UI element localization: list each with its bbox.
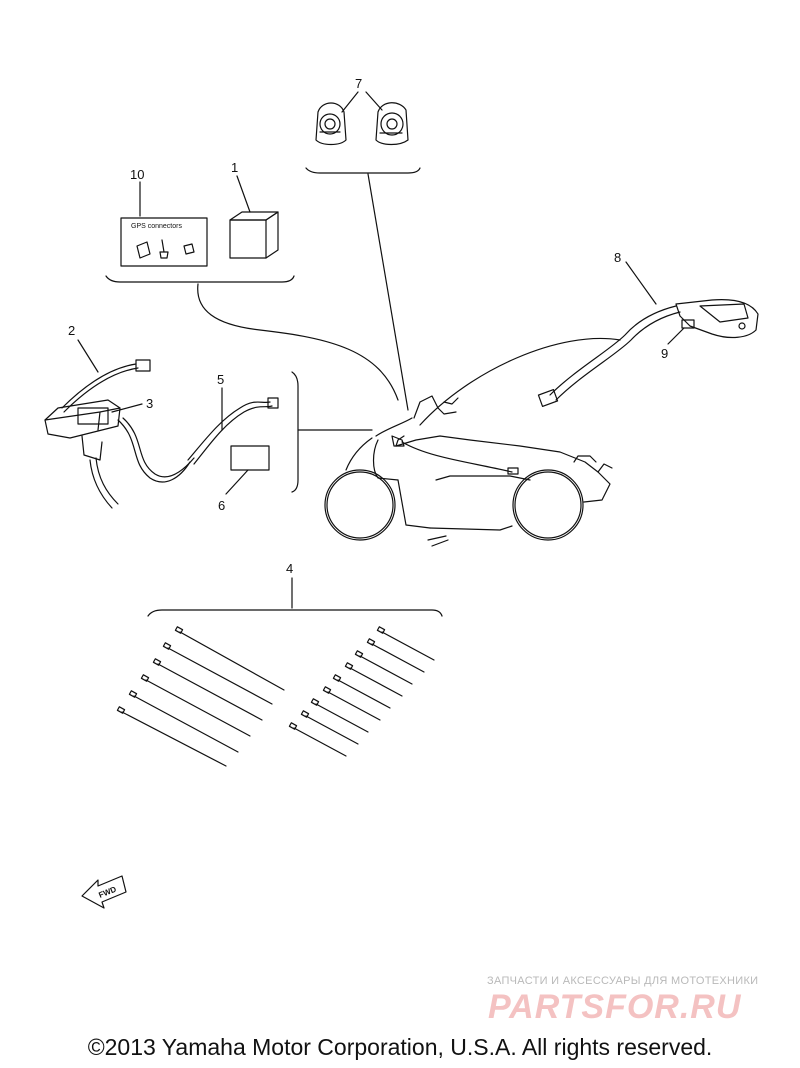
fwd-arrow-icon [81,875,127,909]
part-7-speakers [305,91,421,174]
leader-2 [77,339,99,373]
callout-4: 4 [286,561,293,576]
leader-7 [341,91,383,113]
callout-5: 5 [217,372,224,387]
callout-7: 7 [355,76,362,91]
motorcycle-outline [324,337,621,547]
speaker-left [315,102,347,146]
part-1-box [229,175,279,259]
callout-6: 6 [218,498,225,513]
copyright-footer: ©2013 Yamaha Motor Corporation, U.S.A. A… [87,1034,713,1060]
gps-connectors-label: GPS connectors [131,223,182,230]
fwd-label: FWD [97,885,117,900]
watermark-tagline: ЗАПЧАСТИ И АКСЕССУАРЫ ДЛЯ МОТОТЕХНИКИ [487,975,759,987]
part-10-gps-connectors [120,181,208,267]
leader-bracket-1-10 [197,283,399,401]
callout-9: 9 [661,346,668,361]
part-8-display-cable [537,261,681,407]
leader-8 [625,261,657,305]
speaker-right [375,102,409,146]
bracket-7 [305,167,421,174]
part-6-label [225,445,270,495]
part-9-display-unit [667,299,759,345]
leader-1 [236,175,251,213]
leader-bracket-7 [367,173,409,411]
watermark-logo: PARTSFOR.RU [488,988,742,1026]
leader-9 [667,327,685,345]
callout-3: 3 [146,396,153,411]
leader-6 [225,469,249,495]
callout-8: 8 [614,250,621,265]
callout-1: 1 [231,160,238,175]
callout-2: 2 [68,323,75,338]
part-5-extension-harness [187,387,279,465]
bracket-1-10 [105,275,295,283]
bracket-4 [147,609,443,617]
part-2-harness [61,339,151,413]
bracket-5-6 [291,371,299,493]
leader-3 [111,403,143,413]
part-3-control-unit [44,399,195,509]
callout-10: 10 [130,167,144,182]
part-4-cable-ties [116,577,443,767]
